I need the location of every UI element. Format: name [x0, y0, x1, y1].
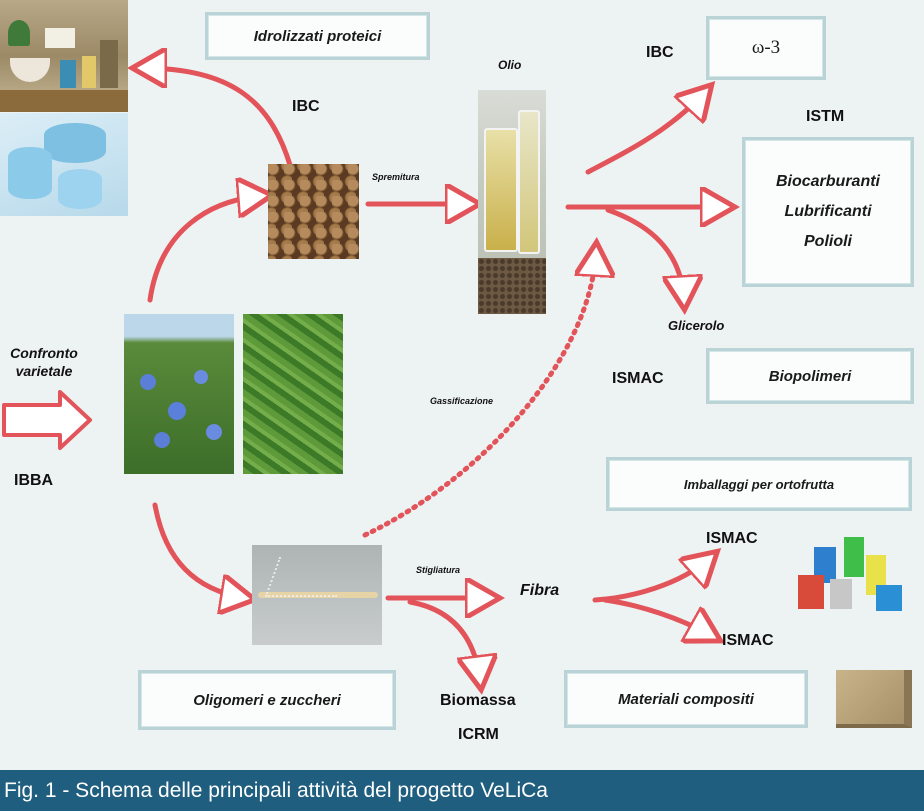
- label-stigliatura: Stigliatura: [416, 565, 461, 575]
- flax-photo: [124, 314, 234, 474]
- arrow-plants-to-fiber: [152, 502, 245, 598]
- label-biomassa: Biomassa: [440, 692, 516, 709]
- box-biopolimeri: Biopolimeri: [706, 348, 914, 404]
- box-omega-3: ω-3: [706, 16, 826, 80]
- jars-photo: [0, 113, 128, 216]
- box-imballaggi: Imballaggi per ortofrutta: [606, 457, 912, 511]
- label-spremitura: Spremitura: [372, 172, 420, 182]
- arrow-fibra-to-ismac-lower: [602, 597, 712, 636]
- item-lubrificanti: Lubrificanti: [784, 203, 872, 220]
- hemp-photo: [243, 314, 343, 474]
- label-ibc-left: IBC: [292, 98, 320, 115]
- label-fibra: Fibra: [520, 582, 560, 599]
- fiber-photo: [252, 545, 382, 645]
- label-icrm: ICRM: [458, 726, 499, 743]
- label-ismac-upper: ISMAC: [706, 530, 758, 547]
- item-biocarburanti: Biocarburanti: [775, 173, 880, 190]
- box-materiali-compositi: Materiali compositi: [564, 670, 808, 728]
- arrow-olio-to-omega: [585, 92, 705, 175]
- label-ibc-top: IBC: [646, 44, 674, 61]
- label-ibba: IBBA: [14, 472, 54, 489]
- arrow-gassificazione: [362, 252, 596, 538]
- arrow-confronto: [2, 390, 92, 450]
- arrow-olio-to-glicerolo: [605, 207, 684, 300]
- arrow-plants-to-seeds: [147, 196, 262, 303]
- label-istm: ISTM: [806, 108, 845, 125]
- products-photo: [0, 0, 128, 112]
- crates-photo: [794, 535, 906, 615]
- box-istm-products: Biocarburanti Lubrificanti Polioli: [742, 137, 914, 287]
- label-ismac-lower: ISMAC: [722, 632, 774, 649]
- arrow-seeds-to-idrolizzati: [142, 68, 293, 168]
- oil-photo: [478, 90, 546, 314]
- box-oligomeri: Oligomeri e zuccheri: [138, 670, 396, 730]
- item-polioli: Polioli: [804, 233, 852, 250]
- arrow-fibra-to-ismac-upper: [592, 558, 710, 603]
- label-gassificazione: Gassificazione: [430, 396, 494, 406]
- label-ismac-mid: ISMAC: [612, 370, 664, 387]
- arrow-fiber-to-biomassa: [407, 599, 480, 680]
- label-olio: Olio: [498, 58, 522, 72]
- seeds-photo: [268, 164, 359, 259]
- panel-photo: [836, 670, 912, 728]
- label-glicerolo: Glicerolo: [668, 318, 725, 333]
- figure-caption: Fig. 1 - Schema delle principali attivit…: [0, 770, 924, 811]
- box-idrolizzati-proteici: Idrolizzati proteici: [205, 12, 430, 60]
